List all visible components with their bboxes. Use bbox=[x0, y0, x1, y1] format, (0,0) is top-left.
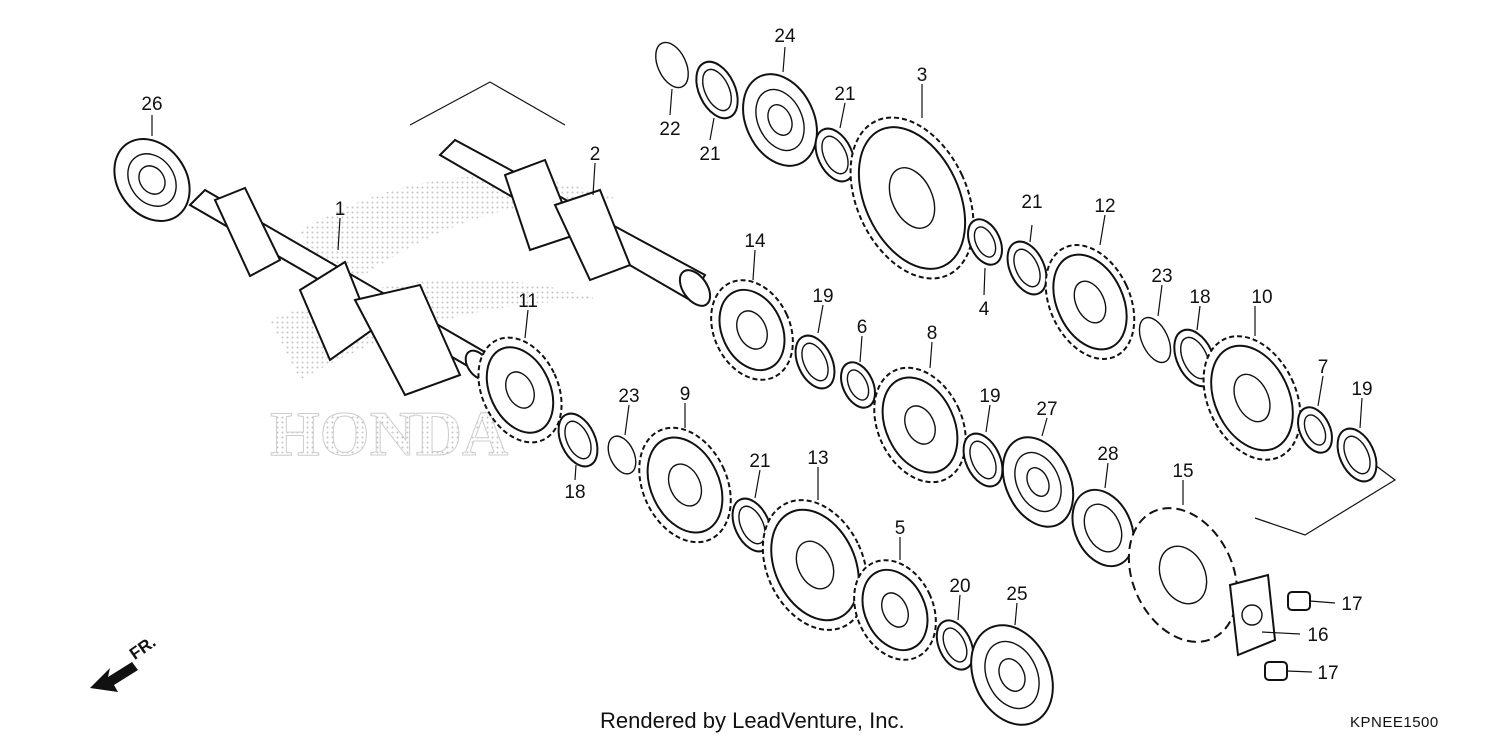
callout-25: 25 bbox=[1006, 584, 1027, 605]
callout-19a: 19 bbox=[812, 286, 833, 307]
part-25-bearing bbox=[970, 624, 1054, 726]
render-credit: Rendered by LeadVenture, Inc. bbox=[600, 708, 905, 733]
callout-1: 1 bbox=[335, 199, 346, 220]
callout-15: 15 bbox=[1172, 461, 1193, 482]
callout-19c: 19 bbox=[1351, 379, 1372, 400]
part-10-gear bbox=[1202, 335, 1302, 461]
part-17-bolt-b bbox=[1264, 661, 1288, 681]
callout-27: 27 bbox=[1036, 399, 1057, 420]
part-24-bearing bbox=[742, 73, 818, 167]
part-15-sprocket bbox=[1127, 507, 1239, 643]
part-19-washer-a bbox=[1336, 427, 1378, 483]
part-6-bushing bbox=[840, 361, 876, 409]
callout-2: 2 bbox=[590, 144, 601, 165]
callout-14: 14 bbox=[744, 231, 766, 252]
part-18-washer-b bbox=[557, 412, 599, 468]
part-19-washer-c bbox=[962, 432, 1004, 488]
part-21-washer-a bbox=[695, 60, 739, 120]
part-27-bearing bbox=[1001, 436, 1075, 528]
part-14-gear bbox=[710, 279, 794, 381]
callout-21a: 21 bbox=[834, 84, 855, 105]
callout-28: 28 bbox=[1097, 444, 1118, 465]
part-13-gear bbox=[761, 499, 869, 631]
callout-26: 26 bbox=[141, 94, 162, 115]
callout-19b: 19 bbox=[979, 386, 1000, 407]
callout-23a: 23 bbox=[1151, 266, 1172, 287]
callout-17b: 17 bbox=[1317, 663, 1338, 684]
part-28-oil-seal bbox=[1071, 488, 1135, 568]
callout-20: 20 bbox=[949, 576, 970, 597]
part-9-gear bbox=[638, 426, 732, 544]
part-23-circlip-b bbox=[607, 435, 637, 475]
diagram-code: KPNEE1500 bbox=[1350, 714, 1439, 731]
part-26-bearing bbox=[113, 138, 191, 222]
part-16-plate bbox=[1228, 573, 1277, 657]
callout-21d: 21 bbox=[749, 451, 770, 472]
part-12-gear bbox=[1044, 244, 1136, 360]
leader-lines bbox=[151, 46, 1363, 673]
callout-21b: 21 bbox=[699, 144, 720, 165]
part-4-bushing bbox=[967, 218, 1003, 266]
part-22-circlip bbox=[655, 41, 689, 89]
watermark-text: HONDA bbox=[270, 398, 508, 469]
part-3-gear bbox=[849, 116, 975, 280]
callout-13: 13 bbox=[807, 448, 828, 469]
callout-4: 4 bbox=[979, 299, 990, 320]
callout-24: 24 bbox=[774, 26, 796, 47]
part-23-circlip-a bbox=[1138, 316, 1172, 364]
callout-5: 5 bbox=[895, 518, 906, 539]
part-11-gear bbox=[477, 336, 563, 444]
callout-6: 6 bbox=[857, 317, 868, 338]
callout-22: 22 bbox=[659, 119, 680, 140]
part-21-washer-c bbox=[1006, 240, 1048, 296]
callout-23b: 23 bbox=[618, 386, 639, 407]
part-20-washer bbox=[935, 619, 975, 671]
callout-16: 16 bbox=[1307, 625, 1328, 646]
callout-9: 9 bbox=[680, 384, 691, 405]
callout-8: 8 bbox=[927, 323, 938, 344]
callout-numbers: 1 2 3 4 5 6 7 8 9 10 11 12 13 14 15 16 1… bbox=[141, 26, 1372, 684]
callout-21c: 21 bbox=[1021, 192, 1042, 213]
part-2-countershaft bbox=[438, 138, 712, 307]
front-direction-arrow-icon bbox=[90, 662, 138, 692]
callout-7: 7 bbox=[1318, 357, 1329, 378]
part-5-gear bbox=[853, 559, 937, 661]
callout-12: 12 bbox=[1094, 196, 1115, 217]
callout-18a: 18 bbox=[1189, 287, 1210, 308]
part-19-washer-b bbox=[794, 334, 836, 390]
part-7-bushing bbox=[1297, 406, 1333, 454]
callout-18b: 18 bbox=[564, 482, 585, 503]
assembly-lines bbox=[409, 81, 1397, 536]
callout-17a: 17 bbox=[1341, 594, 1362, 615]
callout-11: 11 bbox=[518, 291, 538, 312]
part-21-washer-b bbox=[814, 127, 856, 183]
part-8-gear bbox=[873, 366, 967, 484]
part-17-bolt-a bbox=[1287, 591, 1311, 611]
callout-10: 10 bbox=[1251, 287, 1272, 308]
callout-3: 3 bbox=[917, 65, 928, 86]
